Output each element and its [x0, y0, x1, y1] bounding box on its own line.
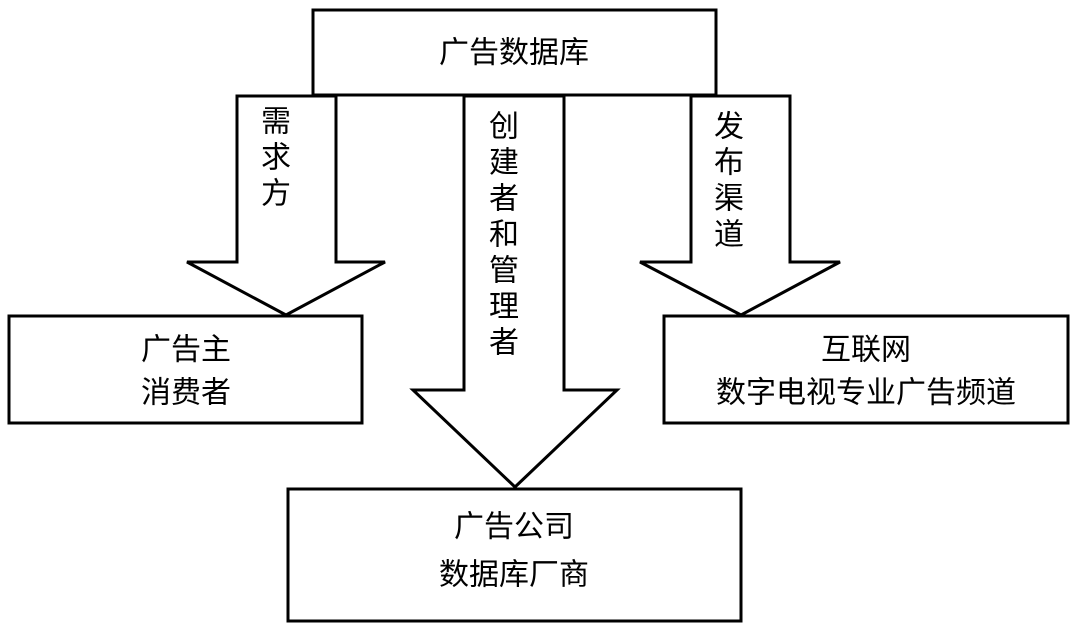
edge-label-creator-manager-char: 创	[489, 110, 519, 145]
edge-label-channel-char: 发	[714, 110, 744, 145]
node-channels-line2: 数字电视专业广告频道	[716, 376, 1016, 411]
arrow-right	[639, 94, 841, 317]
node-ad-agency-line1: 广告公司	[454, 510, 574, 545]
edge-label-creator-manager-char: 和	[489, 218, 519, 253]
edge-label-channel-char: 渠	[714, 182, 744, 217]
node-ad-agency-line2: 数据库厂商	[439, 558, 589, 593]
edge-label-demand: 需求方	[261, 105, 291, 212]
arrow-left	[186, 94, 386, 317]
edge-label-creator-manager-char: 者	[489, 182, 519, 217]
edge-label-creator-manager-char: 管	[489, 254, 519, 289]
node-ad-database: 广告数据库	[311, 8, 718, 97]
node-channels-box	[662, 314, 1070, 425]
edge-label-channel-char: 道	[714, 218, 744, 253]
node-ad-database-box	[311, 8, 718, 97]
edge-label-demand-char: 求	[261, 141, 291, 176]
arrow-middle	[409, 94, 621, 490]
node-advertiser-line2: 消费者	[141, 376, 231, 411]
node-advertiser-box	[7, 314, 364, 425]
node-channels-line1: 互联网	[821, 333, 911, 368]
node-advertiser: 广告主 消费者	[7, 314, 364, 425]
edge-label-demand-char: 方	[261, 177, 291, 212]
node-ad-agency-box	[286, 487, 743, 623]
edge-label-creator-manager-char: 建	[489, 146, 519, 181]
node-ad-database-label: 广告数据库	[439, 36, 589, 71]
edge-label-demand-char: 需	[261, 105, 291, 140]
edge-label-creator-manager-char: 者	[489, 326, 519, 361]
edge-label-creator-manager-char: 理	[489, 290, 519, 325]
node-ad-agency: 广告公司 数据库厂商	[286, 487, 743, 623]
node-advertiser-line1: 广告主	[141, 333, 231, 368]
edge-label-channel-char: 布	[714, 146, 744, 181]
node-channels: 互联网 数字电视专业广告频道	[662, 314, 1070, 425]
